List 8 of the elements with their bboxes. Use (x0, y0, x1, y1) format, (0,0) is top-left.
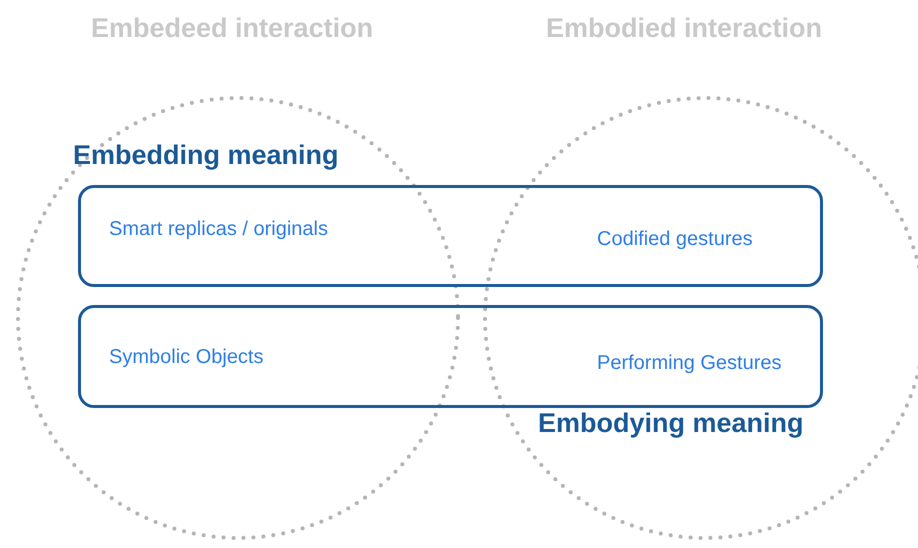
box-item: Symbolic Objects (109, 346, 264, 369)
box-item: Codified gestures (597, 228, 753, 251)
group-heading: Embodying meaning (538, 408, 804, 439)
rounded-box (78, 305, 823, 408)
group-heading: Embedding meaning (73, 140, 339, 171)
box-item: Smart replicas / originals (109, 218, 328, 241)
box-item: Performing Gestures (597, 352, 782, 375)
rounded-box (78, 185, 823, 287)
